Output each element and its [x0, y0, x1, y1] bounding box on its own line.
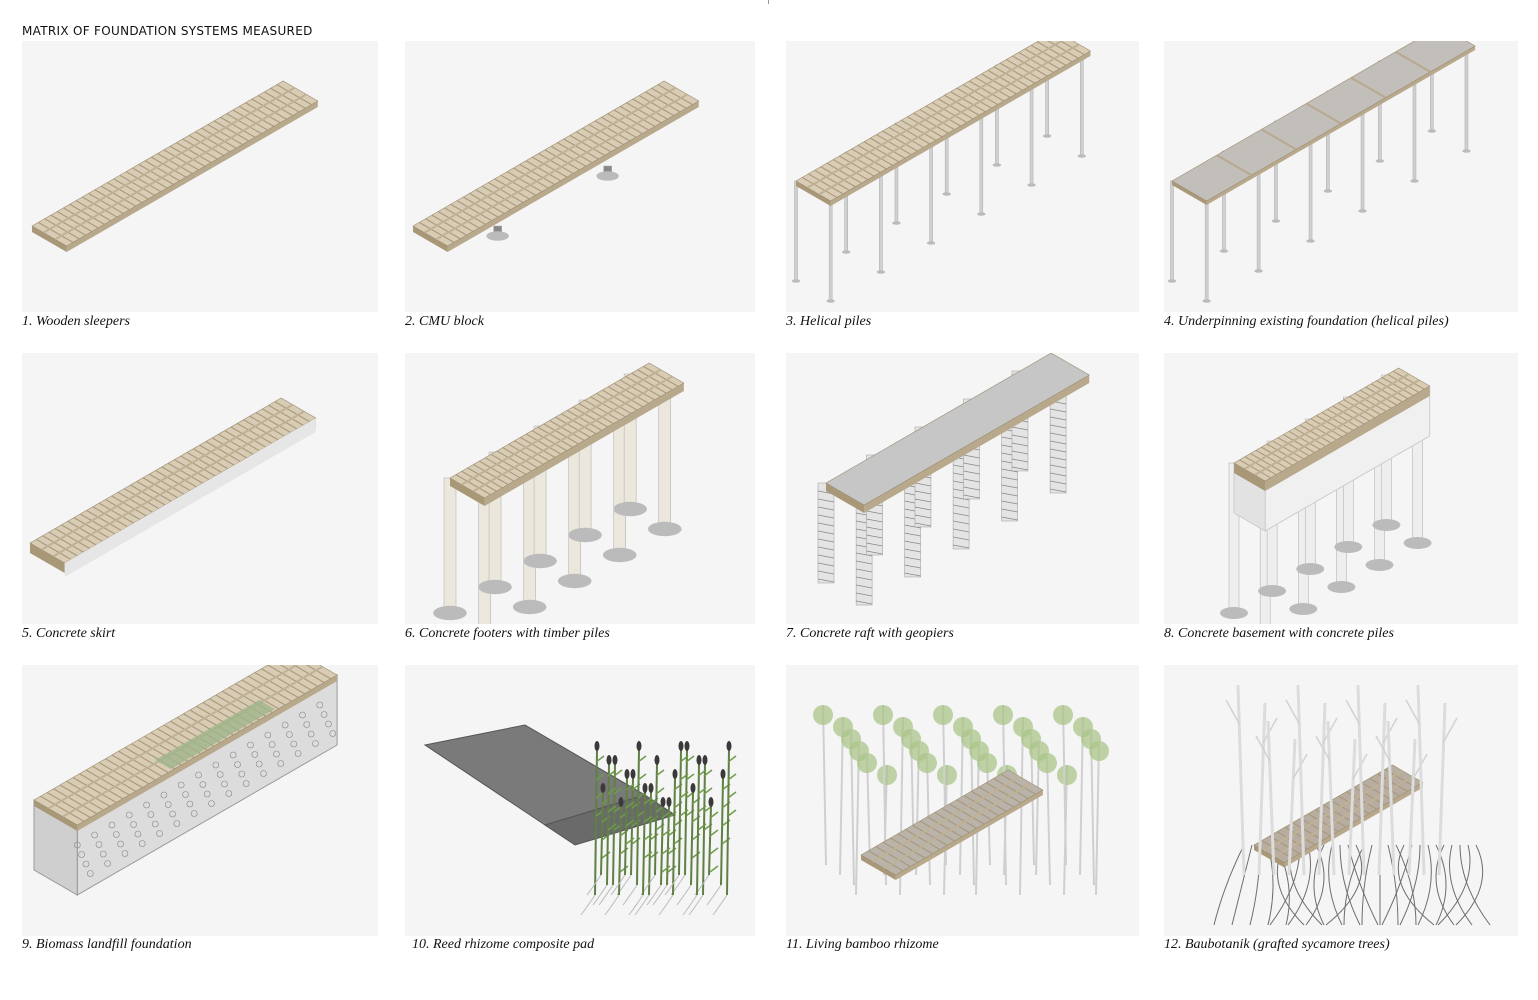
system-panel-10	[405, 665, 755, 936]
system-panel-12	[1164, 665, 1518, 936]
timber-deck	[795, 41, 1092, 206]
system-caption-5: 5. Concrete skirt	[22, 626, 116, 641]
concrete-raft	[825, 353, 1090, 513]
concrete-skirt	[64, 418, 316, 577]
timber-deck	[1253, 764, 1424, 868]
timber-deck	[1233, 367, 1431, 491]
deck-in-sycamores-illustration	[1213, 684, 1491, 926]
system-panel-2	[405, 41, 755, 312]
system-panel-1	[22, 41, 378, 312]
system-panel-9	[22, 665, 378, 936]
system-panel-5	[22, 353, 378, 624]
system-caption-10: 10. Reed rhizome composite pad	[412, 937, 595, 952]
system-caption-7: 7. Concrete raft with geopiers	[786, 626, 954, 641]
system-caption-8: 8. Concrete basement with concrete piles	[1164, 626, 1394, 641]
system-panel-11	[786, 665, 1139, 936]
sycamore-trunks	[1225, 684, 1458, 876]
helical-piles	[791, 41, 1086, 303]
deck-on-biomass-block-illustration	[33, 665, 338, 896]
geopiers	[817, 370, 1067, 606]
deck-in-bamboo-illustration	[813, 704, 1109, 896]
system-caption-4: 4. Underpinning existing foundation (hel…	[1164, 314, 1449, 329]
gray-deck-on-helical-piles-illustration	[1167, 41, 1476, 303]
basement-on-piles-illustration	[1220, 367, 1432, 624]
green-infill	[155, 700, 275, 769]
timber-deck-on-blocks-illustration	[412, 80, 700, 252]
system-panel-4	[1164, 41, 1518, 312]
system-caption-6: 6. Concrete footers with timber piles	[405, 626, 610, 641]
system-caption-3: 3. Helical piles	[786, 314, 872, 329]
timber-deck	[29, 397, 317, 573]
system-caption-2: 2. CMU block	[405, 314, 484, 329]
system-panel-6	[405, 353, 755, 624]
timber-deck	[412, 80, 700, 252]
timber-deck-on-helical-piles-illustration	[791, 41, 1092, 303]
system-caption-12: 12. Baubotanik (grafted sycamore trees)	[1164, 937, 1390, 952]
page-title: MATRIX OF FOUNDATION SYSTEMS MEASURED	[22, 24, 313, 38]
timber-deck-on-skirt-illustration	[29, 397, 317, 577]
timber-deck	[860, 769, 1044, 880]
timber-deck	[449, 362, 685, 506]
gray-deck	[1171, 41, 1476, 205]
system-panel-8	[1164, 353, 1518, 624]
system-panel-7	[786, 353, 1139, 624]
system-caption-11: 11. Living bamboo rhizome	[786, 937, 939, 952]
sycamore-roots	[1213, 844, 1491, 926]
timber-piles	[433, 373, 682, 624]
top-tick-mark	[768, 0, 769, 4]
timber-deck	[31, 80, 319, 252]
concrete-raft-on-geopiers-illustration	[817, 353, 1090, 606]
system-panel-3	[786, 41, 1139, 312]
timber-deck-on-tall-piles-illustration	[433, 362, 685, 624]
reed-plants	[580, 741, 737, 916]
reed-pad-with-reeds-illustration	[423, 724, 737, 916]
system-caption-1: 1. Wooden sleepers	[22, 314, 130, 329]
system-caption-9: 9. Biomass landfill foundation	[22, 937, 192, 952]
timber-deck-on-sleepers-illustration	[31, 80, 319, 252]
